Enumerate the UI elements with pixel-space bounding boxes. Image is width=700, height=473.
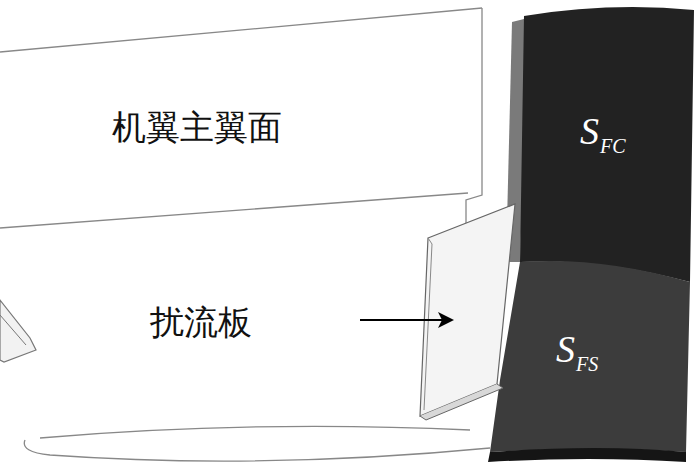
wing-line	[0, 8, 482, 52]
spoiler-edge	[420, 384, 503, 420]
leader-arrow	[360, 319, 444, 321]
wing-bottom	[40, 426, 470, 438]
symbol-subscript: FC	[600, 136, 626, 156]
flap-region-fs	[490, 261, 690, 452]
wing-surface	[0, 0, 480, 455]
symbol: S	[580, 112, 599, 150]
side-part-line	[0, 315, 26, 345]
part-label: 机翼主翼面	[112, 110, 282, 144]
side-part	[0, 300, 36, 362]
wing-edge	[466, 8, 482, 240]
spoiler-edge	[424, 238, 432, 410]
spoiler	[420, 204, 515, 416]
part-label: 扰流板	[150, 305, 252, 339]
leading-edge	[24, 440, 490, 461]
flap-trailing-edge	[488, 448, 686, 462]
wing-line	[0, 193, 468, 228]
symbol-subscript: FS	[576, 354, 598, 374]
symbol: S	[556, 330, 575, 368]
flap-region-fc	[520, 7, 694, 282]
arrow-head	[438, 312, 454, 328]
